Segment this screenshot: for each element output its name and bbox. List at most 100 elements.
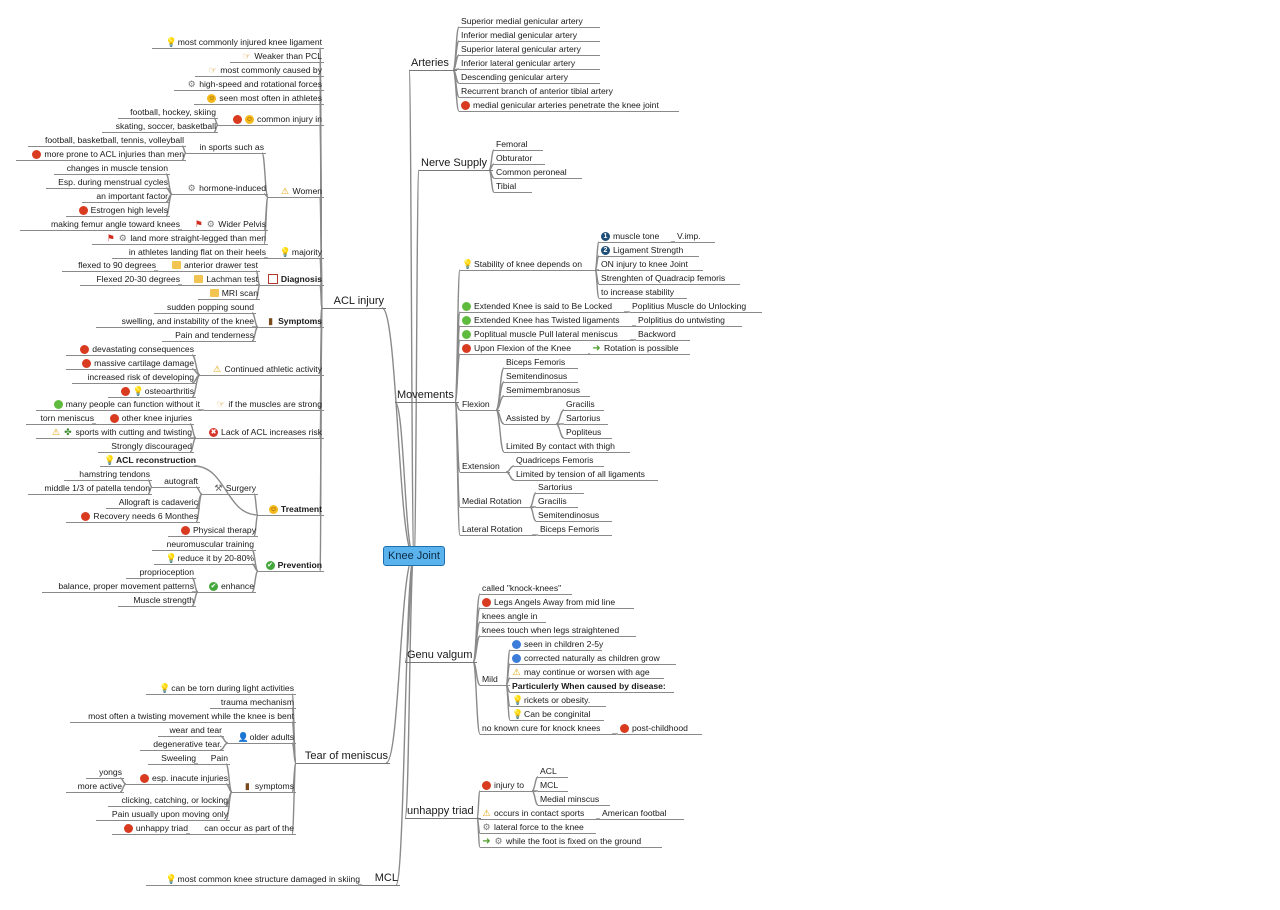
topic-c3[interactable]: increased risk of developing xyxy=(72,371,196,384)
topic-surg[interactable]: ⚒Surgery xyxy=(202,482,258,495)
topic-fx4b[interactable]: Sartorius xyxy=(564,412,608,425)
topic-ut2[interactable]: ⚠occurs in contact sports xyxy=(480,807,600,820)
topic-fx4c[interactable]: Popliteus xyxy=(564,426,612,439)
topic-md5[interactable]: 💡rickets or obesity. xyxy=(510,694,606,707)
topic-gv3[interactable]: knees angle in xyxy=(480,610,546,623)
topic-ts1[interactable]: Pain xyxy=(198,752,230,765)
topic-art7[interactable]: medial genicular arteries penetrate the … xyxy=(459,99,679,112)
topic-w1b[interactable]: more prone to ACL injuries than men xyxy=(16,148,186,161)
topic-art4[interactable]: Inferior lateral genicular artery xyxy=(459,57,600,70)
topic-nv4[interactable]: Tibial xyxy=(494,180,532,193)
topic-tm2[interactable]: trauma mechanism xyxy=(210,696,296,709)
topic-cont[interactable]: ⚠Continued athletic activity xyxy=(200,363,324,376)
topic-sg3[interactable]: Recovery needs 6 Monthes xyxy=(66,510,200,523)
topic-tsym[interactable]: ▮symptoms xyxy=(232,780,296,793)
topic-l2[interactable]: ⚠✤sports with cutting and twisting xyxy=(36,426,194,439)
topic-genu[interactable]: Genu valgum xyxy=(405,648,477,663)
topic-medrot[interactable]: Medial Rotation xyxy=(460,495,534,508)
topic-mr2[interactable]: Gracilis xyxy=(536,495,578,508)
topic-mv1a[interactable]: Poplitius Muscle do Unlocking xyxy=(630,300,762,313)
topic-a3[interactable]: ☞most commonly caused by xyxy=(195,64,324,77)
topic-women[interactable]: ⚠Women xyxy=(268,185,324,198)
topic-l3[interactable]: Strongly discouraged xyxy=(98,440,194,453)
topic-sg1[interactable]: autograft xyxy=(152,475,200,488)
topic-stab[interactable]: 💡Stability of knee depends on xyxy=(460,258,599,271)
topic-lack[interactable]: ✖Lack of ACL increases risk xyxy=(196,426,324,439)
topic-a2[interactable]: ☞Weaker than PCL xyxy=(230,50,324,63)
topic-mv2a[interactable]: Polplitius do untwisting xyxy=(636,314,742,327)
topic-gv2[interactable]: Legs Angels Away from mid line xyxy=(480,596,634,609)
topic-gv1[interactable]: called "knock-knees" xyxy=(480,582,572,595)
topic-d2a[interactable]: Flexed 20-30 degrees xyxy=(80,273,182,286)
topic-p2[interactable]: 💡reduce it by 20-80% xyxy=(154,552,256,565)
topic-w2a[interactable]: changes in muscle tension xyxy=(54,162,170,175)
topic-nv1[interactable]: Femoral xyxy=(494,138,543,151)
topic-w1a[interactable]: football, basketball, tennis, volleyball xyxy=(28,134,186,147)
topic-a6a[interactable]: football, hockey, skiing xyxy=(118,106,218,119)
topic-prev[interactable]: ✔Prevention xyxy=(258,559,324,572)
topic-diag[interactable]: Diagnosis xyxy=(260,273,324,286)
topic-w3a[interactable]: making femur angle toward knees xyxy=(20,218,182,231)
topic-movements[interactable]: Movements xyxy=(395,388,459,403)
topic-md1[interactable]: seen in children 2-5y xyxy=(510,638,603,651)
topic-flex[interactable]: Flexion xyxy=(460,398,500,411)
topic-tm4a[interactable]: unhappy triad xyxy=(112,822,190,835)
topic-a1[interactable]: 💡most commonly injured knee ligament xyxy=(152,36,324,49)
topic-md3[interactable]: ⚠may continue or worsen with age xyxy=(510,666,664,679)
topic-stab3[interactable]: ON injury to knee Joint xyxy=(599,258,703,271)
topic-ut1[interactable]: injury to xyxy=(480,779,536,792)
topic-w2c[interactable]: an important factor xyxy=(82,190,170,203)
topic-ifm[interactable]: ☞if the muscles are strong xyxy=(204,398,324,411)
topic-w4[interactable]: ⚑⚙land more straight-legged than men xyxy=(92,232,268,245)
topic-a6b[interactable]: skating, soccer, basketball xyxy=(102,120,218,133)
topic-fx4a[interactable]: Gracilis xyxy=(564,398,604,411)
topic-ts3[interactable]: clicking, catching, or locking xyxy=(108,794,230,807)
topic-gv5a[interactable]: post-childhood xyxy=(618,722,702,735)
topic-art6[interactable]: Recurrent branch of anterior tibial arte… xyxy=(459,85,613,98)
topic-sg2[interactable]: Allograft is cadaveric xyxy=(106,496,200,509)
topic-tm3[interactable]: most often a twisting movement while the… xyxy=(70,710,296,723)
topic-d1[interactable]: anterior drawer test xyxy=(158,259,260,272)
topic-p1[interactable]: neuromuscular training xyxy=(152,538,256,551)
topic-enh[interactable]: ✔enhance xyxy=(198,580,256,593)
topic-c4[interactable]: 💡osteoarthritis xyxy=(108,385,196,398)
topic-latrot[interactable]: Lateral Rotation xyxy=(460,523,536,536)
topic-fx5[interactable]: Limited By contact with thigh xyxy=(504,440,630,453)
topic-mv3[interactable]: Poplitual muscle Pull lateral meniscus xyxy=(460,328,634,341)
topic-d2[interactable]: Lachman test xyxy=(182,273,260,286)
topic-a4[interactable]: ⚙high-speed and rotational forces xyxy=(174,78,324,91)
topic-gv4[interactable]: knees touch when legs straightened xyxy=(480,624,636,637)
topic-treat[interactable]: ☺Treatment xyxy=(258,503,324,516)
topic-ts2a[interactable]: yongs xyxy=(86,766,124,779)
topic-mv4a[interactable]: ➜Rotation is possible xyxy=(590,342,690,355)
topic-stab4[interactable]: Strenghten of Quadracip femoris xyxy=(599,272,740,285)
topic-w2[interactable]: ⚙hormone-induced xyxy=(172,182,268,195)
topic-mv1[interactable]: Extended Knee is said to Be Locked xyxy=(460,300,628,313)
topic-o2[interactable]: degenerative tear. xyxy=(140,738,224,751)
topic-s3[interactable]: Pain and tenderness xyxy=(162,329,256,342)
topic-maja[interactable]: in athletes landing flat on their heels xyxy=(112,246,268,259)
topic-ifma[interactable]: many people can function without it xyxy=(36,398,202,411)
topic-tear[interactable]: Tear of meniscus xyxy=(296,749,390,764)
topic-w2b[interactable]: Esp. during menstrual cycles xyxy=(46,176,170,189)
topic-maj[interactable]: 💡majority xyxy=(268,246,324,259)
topic-gv5[interactable]: no known cure for knock knees xyxy=(480,722,616,735)
topic-ex1[interactable]: Quadriceps Femoris xyxy=(514,454,604,467)
topic-mv2[interactable]: Extended Knee has Twisted ligaments xyxy=(460,314,636,327)
topic-ut1c[interactable]: Medial minscus xyxy=(538,793,610,806)
topic-fx3[interactable]: Semimembranosus xyxy=(504,384,590,397)
topic-md2[interactable]: corrected naturally as children grow xyxy=(510,652,676,665)
topic-w3[interactable]: ⚑⚙Wider Pelvis xyxy=(182,218,268,231)
topic-t2[interactable]: Physical therapy xyxy=(168,524,258,537)
topic-md4[interactable]: Particulerly When caused by disease: xyxy=(510,680,674,693)
topic-a5[interactable]: ☺seen most often in athletes xyxy=(194,92,324,105)
topic-t1[interactable]: 💡ACL reconstruction xyxy=(100,454,198,467)
topic-art3[interactable]: Superior lateral genicular artery xyxy=(459,43,600,56)
topic-nv2[interactable]: Obturator xyxy=(494,152,545,165)
topic-mild[interactable]: Mild xyxy=(480,673,510,686)
topic-ts2[interactable]: esp. inacute injuries xyxy=(126,772,230,785)
topic-ts2b[interactable]: more active xyxy=(66,780,124,793)
topic-fx2[interactable]: Semitendinosus xyxy=(504,370,578,383)
topic-s2[interactable]: swelling, and instability of the knee xyxy=(96,315,256,328)
